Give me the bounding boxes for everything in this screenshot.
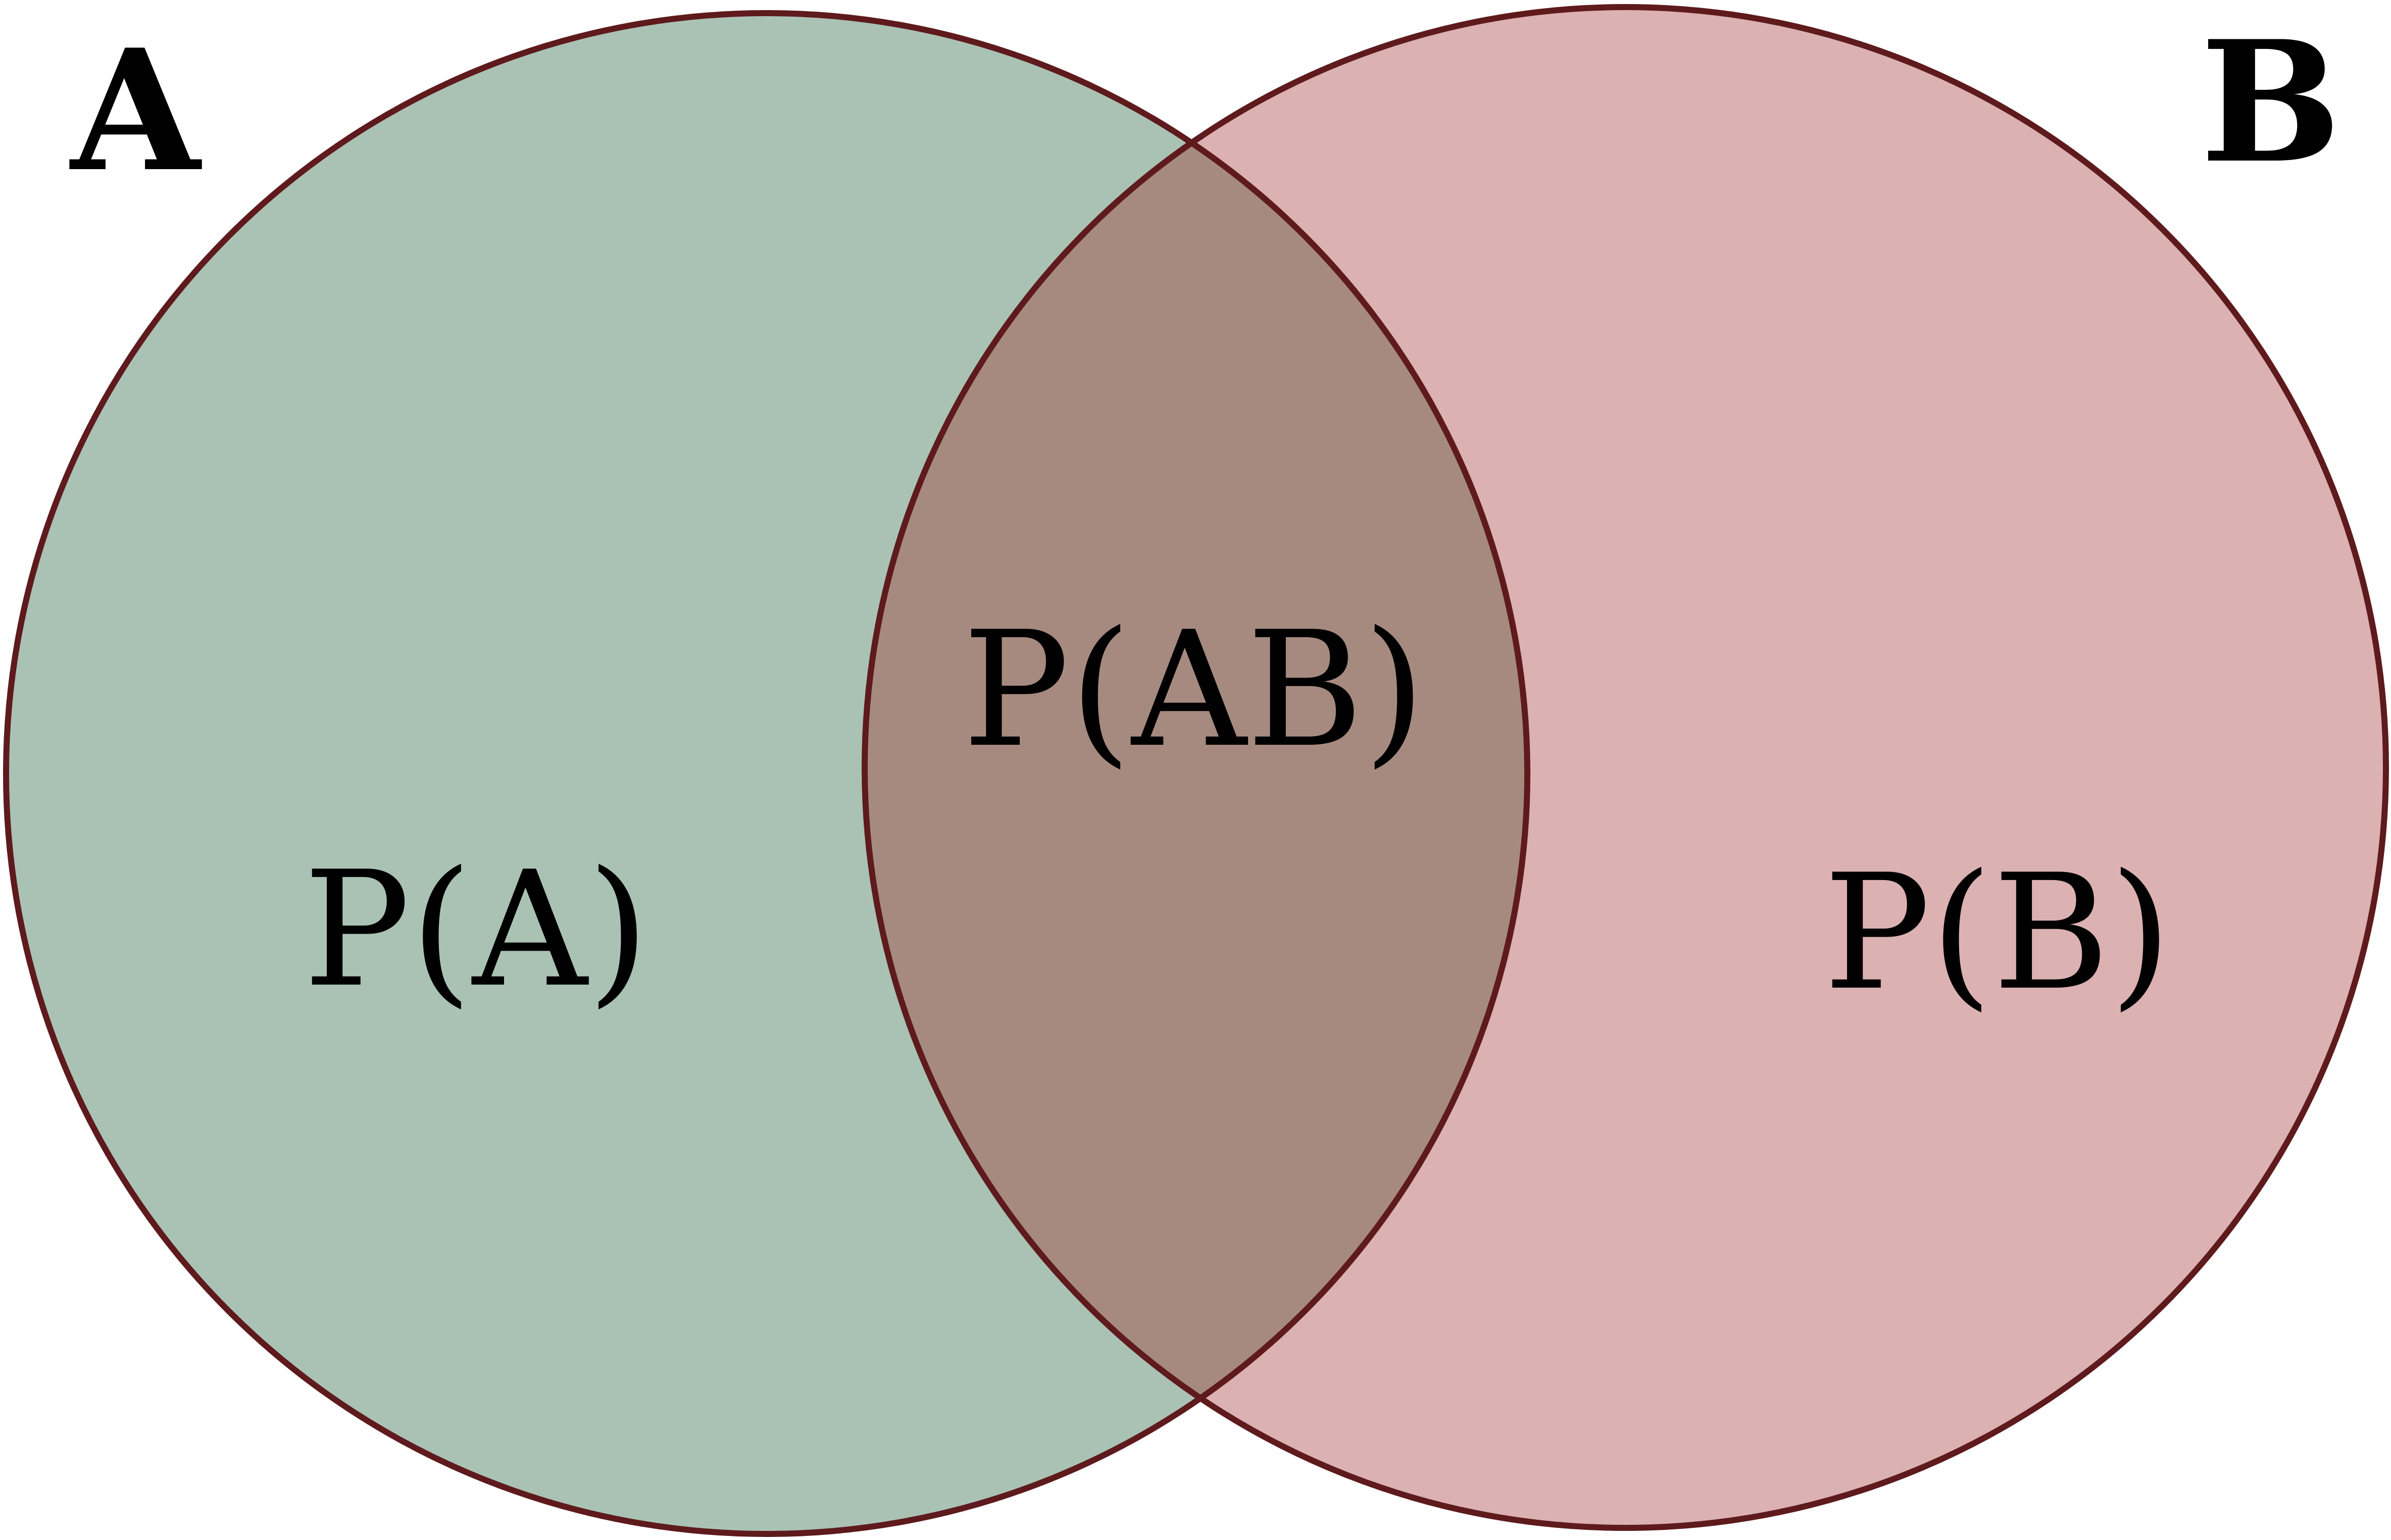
set-b-region-label: P(B) bbox=[1823, 841, 2171, 1025]
set-a-outline bbox=[3, 10, 1530, 1537]
set-a-region-label: P(A) bbox=[303, 838, 649, 1022]
set-b-name: B bbox=[2201, 4, 2342, 200]
set-b-outline bbox=[862, 4, 2389, 1531]
intersection-region bbox=[865, 13, 1527, 1528]
intersection-label: P(AB) bbox=[963, 598, 1426, 783]
set-a-name: A bbox=[68, 13, 204, 209]
